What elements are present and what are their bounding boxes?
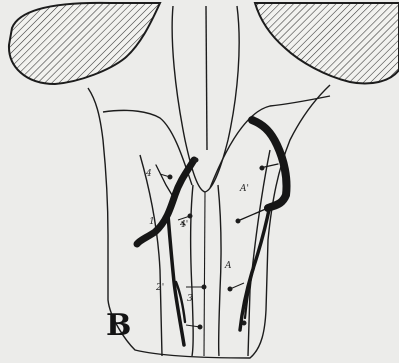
label-2-prime: 2' <box>155 283 164 293</box>
right-hemisphere-section <box>255 3 399 84</box>
label-3: 3 <box>187 294 193 304</box>
left-hemisphere-section <box>9 3 160 84</box>
panel-label: B <box>106 308 131 343</box>
label-4-prime: 4' <box>179 220 188 230</box>
label-a-prime: A' <box>239 184 249 194</box>
label-1: 1 <box>149 217 155 227</box>
right-vessel <box>240 120 287 330</box>
left-vessel <box>137 160 194 345</box>
label-4: 4 <box>145 169 152 179</box>
label-a: A <box>224 261 232 271</box>
